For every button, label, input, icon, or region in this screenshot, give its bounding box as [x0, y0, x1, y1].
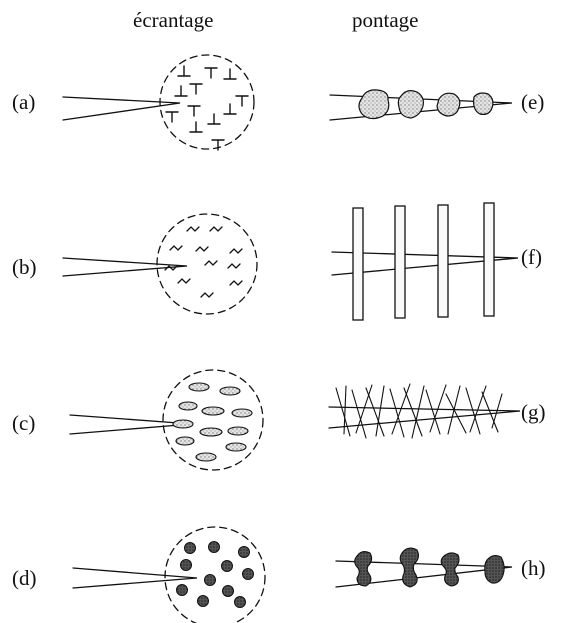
label-d: (d)	[12, 566, 37, 590]
panel-h	[335, 547, 513, 588]
round-particles	[176, 541, 254, 608]
dislocation-symbols	[165, 65, 249, 151]
crack-d	[72, 567, 198, 589]
process-zone-a	[159, 54, 255, 150]
panel-c	[69, 369, 264, 471]
plate-bridges	[352, 202, 495, 321]
label-c: (c)	[12, 411, 36, 435]
header-pontage: pontage	[352, 8, 419, 32]
ligament-bridges	[354, 547, 505, 588]
panel-a	[62, 54, 255, 151]
process-zone-b	[156, 213, 258, 315]
label-h: (h)	[521, 556, 546, 580]
crack-a	[62, 96, 181, 121]
fibre-bridges	[335, 383, 503, 439]
zigzag-symbols	[164, 226, 243, 298]
panel-f	[331, 202, 519, 321]
label-a: (a)	[12, 90, 36, 114]
label-f: (f)	[521, 245, 542, 269]
label-b: (b)	[12, 255, 37, 279]
crack-g	[328, 406, 521, 429]
grain-bridges	[358, 89, 494, 120]
elongated-particles	[172, 382, 253, 462]
process-zone-c	[162, 369, 264, 471]
panel-g	[328, 383, 521, 439]
crack-b	[62, 257, 188, 277]
header-ecrantage: écrantage	[133, 8, 214, 32]
crack-e	[329, 94, 513, 121]
label-e: (e)	[521, 90, 545, 114]
panel-d	[72, 526, 266, 623]
process-zone-d	[164, 526, 266, 623]
panel-b	[62, 213, 258, 315]
panel-e	[329, 89, 513, 121]
crack-h	[335, 560, 513, 588]
crack-f	[331, 251, 519, 276]
label-g: (g)	[521, 400, 546, 424]
